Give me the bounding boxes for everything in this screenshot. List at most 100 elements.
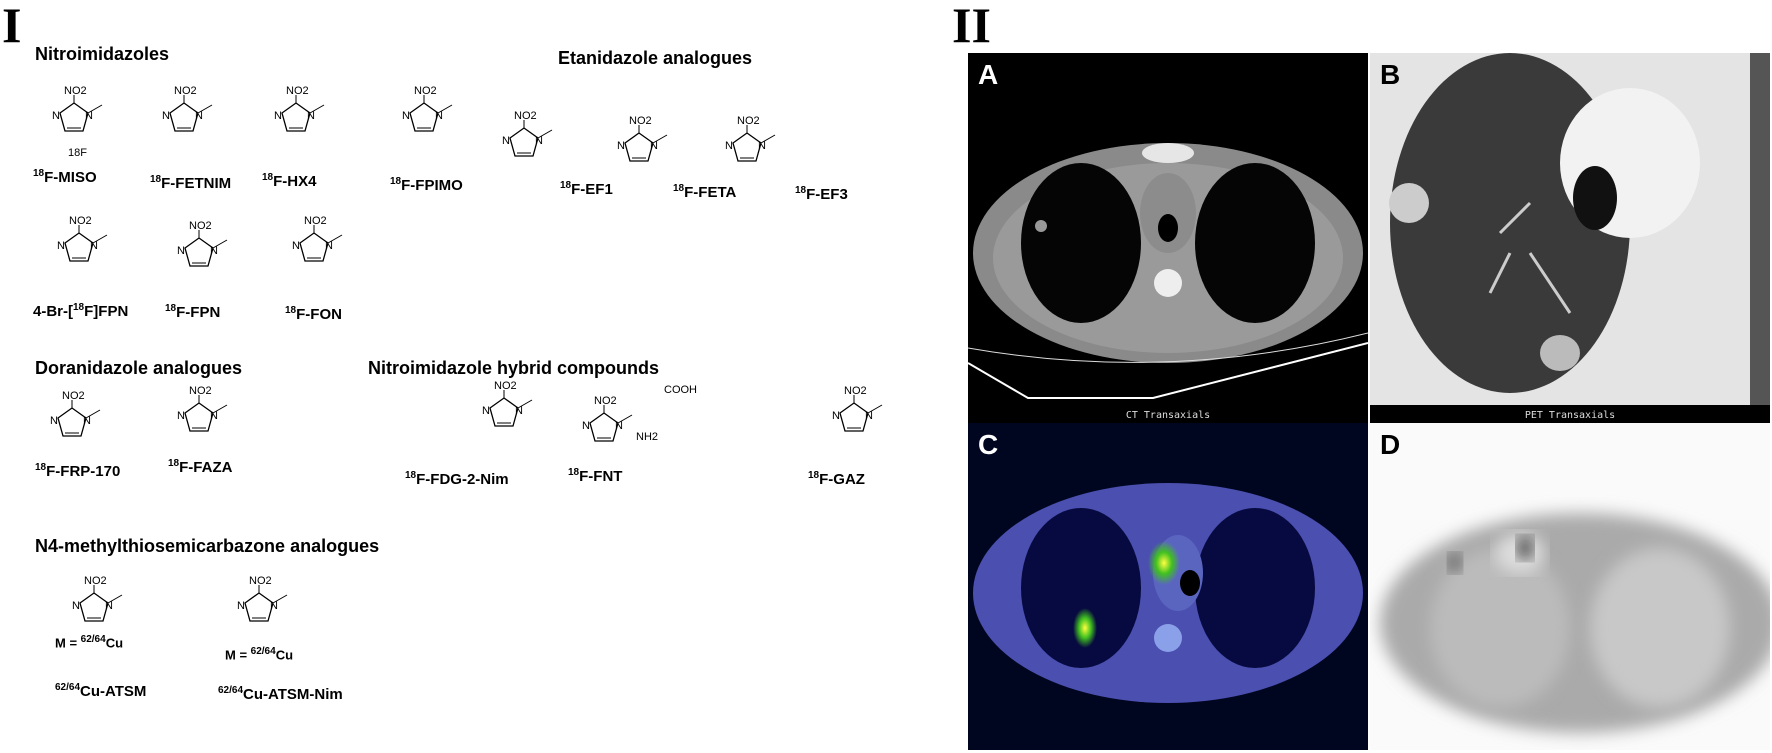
- pet-scan-graphic: [1380, 513, 1770, 733]
- atom-label: NO2: [514, 110, 537, 122]
- panel-c-label: C: [978, 429, 999, 460]
- compound-name-gaz: 18F-GAZ: [808, 470, 865, 488]
- panel-b-ct-lung-image: B PET Transaxials: [1370, 53, 1770, 423]
- heading-thiosemicarbazone: N4-methylthiosemicarbazone analogues: [35, 536, 380, 556]
- atom-label: N: [83, 415, 91, 427]
- compound-name-fdg2nim: 18F-FDG-2-Nim: [405, 470, 509, 488]
- heading-nitroimidazoles: Nitroimidazoles: [35, 44, 170, 64]
- compound-name-fnt: 18F-FNT: [568, 467, 623, 485]
- atom-label: N: [105, 600, 113, 612]
- compound-name-faza: 18F-FAZA: [168, 458, 233, 476]
- atom-label: N: [435, 110, 443, 122]
- panel-d-label: D: [1380, 429, 1401, 460]
- atom-label: NO2: [629, 115, 652, 127]
- compound-name-ef3: 18F-EF3: [795, 185, 848, 203]
- panel-b-label: B: [1380, 59, 1401, 90]
- atom-label: NO2: [69, 215, 92, 227]
- atom-label: N: [52, 110, 60, 122]
- atom-label: NO2: [189, 220, 212, 232]
- atom-label: N: [325, 240, 333, 252]
- atom-label: N: [274, 110, 282, 122]
- atom-label: N: [725, 140, 733, 152]
- metal-note-2: M = 62/64Cu: [225, 646, 294, 663]
- atom-label: NO2: [286, 85, 309, 97]
- compound-name-fetnim: 18F-FETNIM: [150, 174, 232, 192]
- compound-name-fpimo: 18F-FPIMO: [390, 176, 463, 194]
- atom-label: N: [90, 240, 98, 252]
- ct-scan-graphic: [968, 143, 1368, 399]
- fused-pet-ct-graphic: [973, 483, 1363, 703]
- atom-label: NO2: [189, 385, 212, 397]
- atom-label: N: [210, 410, 218, 422]
- atom-label: N: [758, 140, 766, 152]
- lung-ct-graphic: [1370, 53, 1770, 405]
- atom-label: NO2: [414, 85, 437, 97]
- atom-label-18f-miso: 18F: [68, 147, 87, 159]
- atom-label: N: [615, 420, 623, 432]
- heading-etanidazole: Etanidazole analogues: [558, 48, 753, 68]
- panel-a-caption: CT Transaxials: [1125, 410, 1211, 421]
- atom-label: N: [402, 110, 410, 122]
- compound-name-fpn: 18F-FPN: [165, 303, 221, 321]
- heading-doranidazole: Doranidazole analogues: [35, 358, 243, 378]
- atom-label: N: [237, 600, 245, 612]
- atom-label-cooh-fnt: COOH: [664, 384, 697, 396]
- atom-label: N: [482, 405, 490, 417]
- compound-name-4br-fpn: 4-Br-[18F]FPN: [33, 302, 129, 320]
- compound-name-ef1: 18F-EF1: [560, 180, 613, 198]
- atom-label: NO2: [844, 385, 867, 397]
- atom-label: N: [535, 135, 543, 147]
- atom-label: N: [50, 415, 58, 427]
- atom-label: NO2: [737, 115, 760, 127]
- atom-label: N: [515, 405, 523, 417]
- atom-label: N: [72, 600, 80, 612]
- atom-label: N: [177, 245, 185, 257]
- atom-label: NO2: [174, 85, 197, 97]
- atom-label: N: [832, 410, 840, 422]
- metal-note-1: M = 62/64Cu: [55, 634, 124, 651]
- panel-a-ct-image: A CT Transaxials: [968, 53, 1368, 423]
- panel-c-fused-pet-ct-image: C: [968, 423, 1368, 750]
- part-ii-label: II: [952, 0, 991, 53]
- atom-label: N: [582, 420, 590, 432]
- atom-label: NO2: [594, 395, 617, 407]
- atom-label: N: [292, 240, 300, 252]
- atom-label: NO2: [64, 85, 87, 97]
- atom-label: N: [650, 140, 658, 152]
- atom-label: N: [57, 240, 65, 252]
- atom-label: N: [85, 110, 93, 122]
- atom-label: N: [177, 410, 185, 422]
- panel-a-label: A: [978, 59, 999, 90]
- atom-label: NO2: [249, 575, 272, 587]
- part-i-label: I: [2, 0, 22, 53]
- compound-name-frp170: 18F-FRP-170: [35, 462, 121, 480]
- compound-name-fon: 18F-FON: [285, 305, 342, 323]
- panel-b-caption: PET Transaxials: [1524, 410, 1616, 421]
- atom-label: N: [617, 140, 625, 152]
- atom-label: N: [210, 245, 218, 257]
- atom-label: NO2: [62, 390, 85, 402]
- atom-label: N: [307, 110, 315, 122]
- atom-label: N: [195, 110, 203, 122]
- compound-name-feta: 18F-FETA: [673, 183, 737, 201]
- compound-name-cu-atsm-nim: 62/64Cu-ATSM-Nim: [218, 685, 343, 703]
- atom-label: N: [270, 600, 278, 612]
- atom-label: NO2: [494, 380, 517, 392]
- heading-hybrid: Nitroimidazole hybrid compounds: [368, 358, 660, 378]
